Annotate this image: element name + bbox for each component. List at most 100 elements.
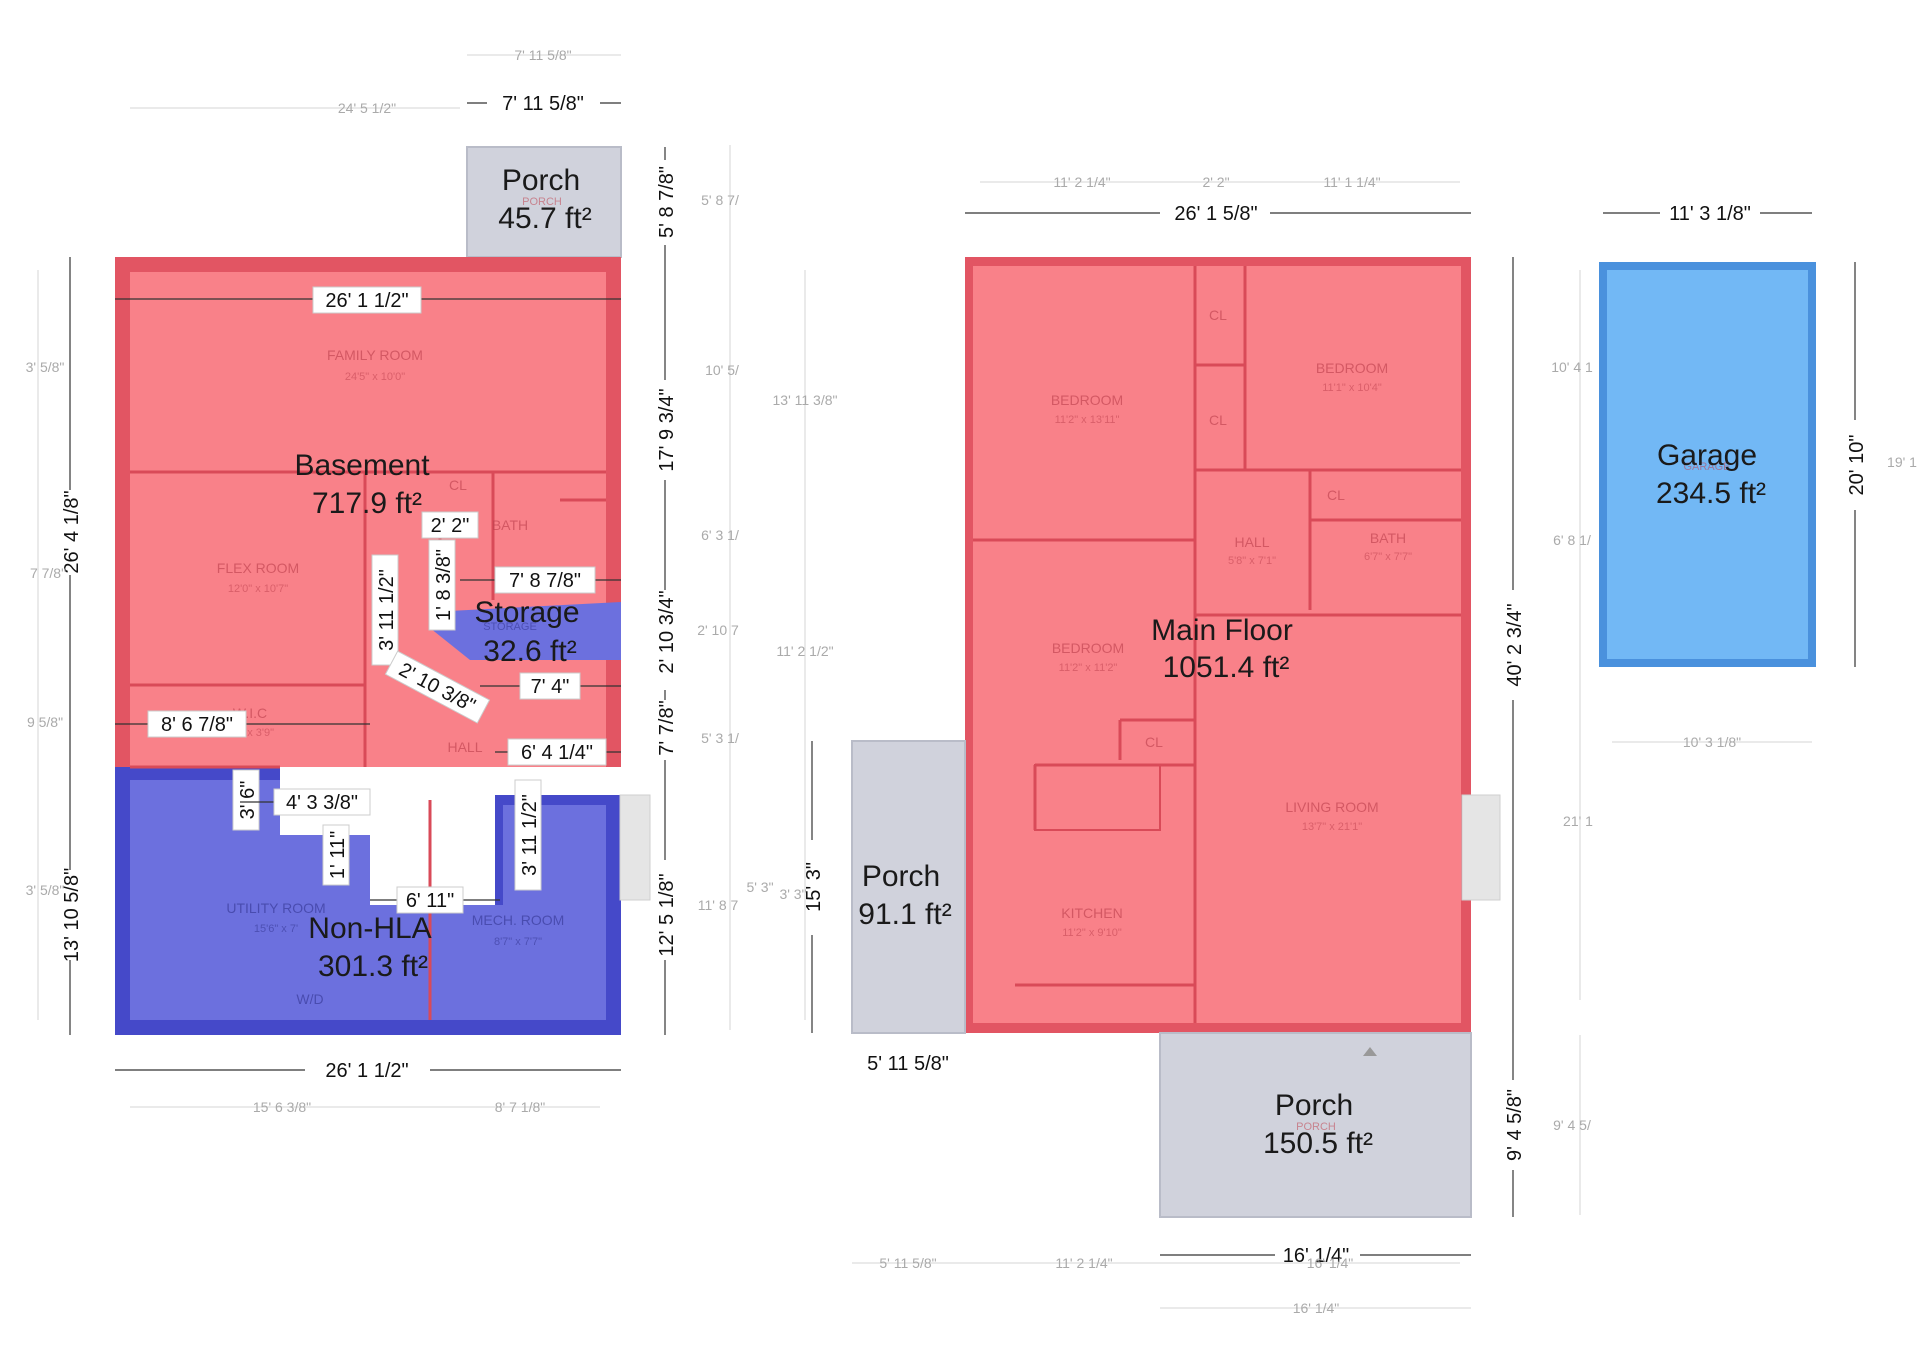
dim-right-porch: 5' 8 7/8" <box>656 166 678 238</box>
dim-faint-right-1: 5' 8 7/ <box>701 192 739 208</box>
basement-area-value: 717.9 ft² <box>312 487 422 520</box>
svg-text:2' 2": 2' 2" <box>431 515 470 537</box>
dim-porch-width: 7' 11 5/8" <box>502 93 584 115</box>
dim-faint-main-bottom-4: 16' 1/4" <box>1293 1300 1340 1316</box>
porch-basement-area-name: Porch <box>502 164 580 197</box>
porch-bottom-area-value: 150.5 ft² <box>1263 1127 1373 1160</box>
dim-faint-right-6: 11' 8 7 <box>698 897 739 913</box>
svg-text:1' 8 3/8": 1' 8 3/8" <box>433 549 455 621</box>
dim-faint-right-3: 6' 3 1/ <box>701 527 739 543</box>
dim-main-right: 40' 2 3/4" <box>1504 603 1526 686</box>
kitchen-label: KITCHEN <box>1061 905 1122 921</box>
dim-faint-bottom-1: 15' 6 3/8" <box>253 1099 311 1115</box>
dim-faint-main-right: 9' 4 5/ <box>1553 1117 1591 1133</box>
cl-2-label: CL <box>1209 412 1227 428</box>
dim-garage-width: 11' 3 1/8" <box>1669 203 1751 225</box>
cl-4-label: CL <box>1145 734 1163 750</box>
family-room-label: FAMILY ROOM <box>327 347 423 363</box>
dim-faint-main-bottom-1: 5' 11 5/8" <box>879 1255 936 1271</box>
main-floor-area-value: 1051.4 ft² <box>1163 651 1290 684</box>
storage-area-value: 32.6 ft² <box>483 635 576 668</box>
garage-plan: GARAGE Garage 234.5 ft² 11' 3 1/8" 20' 1… <box>1551 203 1917 1000</box>
garage-area-value: 234.5 ft² <box>1656 477 1766 510</box>
main-floor-plan: BEDROOM 11'2" x 13'11" BEDROOM 11'1" x 1… <box>746 174 1591 1316</box>
dim-faint-main-left-2: 11' 2 1/2" <box>776 643 833 659</box>
utility-room-size: 15'6" x 7' <box>254 923 298 935</box>
porch-basement-room-label: PORCH <box>522 196 562 208</box>
dim-faint-main-top-2: 2' 2" <box>1202 174 1229 190</box>
dim-main-bottom-porch: 16' 1/4" <box>1283 1245 1350 1267</box>
mech-room-size: 8'7" x 7'7" <box>494 936 542 948</box>
dim-faint-left-4: 3' 5/8" <box>26 882 65 898</box>
bath-main-size: 6'7" x 7'7" <box>1364 551 1412 563</box>
left-porch[interactable] <box>851 740 966 1034</box>
dim-box-7-4: 7' 4" <box>480 672 621 700</box>
dim-left-bottom: 13' 10 5/8" <box>61 868 83 962</box>
dim-faint-main-bottom-3: 16' 1/4" <box>1307 1255 1354 1271</box>
dim-faint-left-2: 7 7/8" <box>30 565 66 581</box>
dim-right-4: 12' 5 1/8" <box>656 873 678 956</box>
dim-faint-bottom-2: 8' 7 1/8" <box>495 1099 545 1115</box>
garage-floor[interactable] <box>1599 262 1816 667</box>
dim-faint-garage-left-3: 21' 1 <box>1563 813 1593 829</box>
main-floor-area-name: Main Floor <box>1151 614 1293 647</box>
dim-box-1-11: 1' 11" <box>322 824 350 886</box>
main-chimney <box>1461 794 1501 901</box>
main-floor-floor[interactable] <box>973 266 1461 1023</box>
bedroom-1-size: 11'2" x 13'11" <box>1055 414 1120 426</box>
dim-faint-right-5: 5' 3 1/ <box>701 730 739 746</box>
dim-box-6-4: 6' 4 1/4" <box>495 738 621 766</box>
dim-box-3-11-b: 3' 11 1/2" <box>514 779 542 891</box>
living-room-label: LIVING ROOM <box>1285 799 1378 815</box>
svg-text:8' 6 7/8": 8' 6 7/8" <box>161 714 233 736</box>
porch-basement-area-value: 45.7 ft² <box>498 202 591 235</box>
porch-main-room-label: PORCH <box>1296 1121 1336 1133</box>
dim-box-3-11-a: 3' 11 1/2" <box>371 554 399 666</box>
dim-faint-top-1: 7' 11 5/8" <box>514 47 571 63</box>
bath-main-label: BATH <box>1370 530 1406 546</box>
dim-box-top-width: 26' 1 1/2" <box>115 286 621 314</box>
entry-marker <box>1363 1047 1377 1056</box>
porch-left-area-value: 91.1 ft² <box>858 898 951 931</box>
bedroom-2-label: BEDROOM <box>1316 360 1388 376</box>
dim-faint-garage-left-1: 10' 4 1 <box>1551 359 1593 375</box>
bedroom-1-label: BEDROOM <box>1051 392 1123 408</box>
dim-faint-main-top-3: 11' 1 1/4" <box>1323 174 1380 190</box>
dim-box-7-8: 7' 8 7/8" <box>460 566 621 594</box>
dim-box-8-6: 8' 6 7/8" <box>115 710 370 738</box>
basement-chimney <box>619 794 651 901</box>
svg-text:1' 11": 1' 11" <box>327 831 349 879</box>
dim-box-4-3: 4' 3 3/8" <box>240 788 371 816</box>
dim-box-3-6: 3' 6" <box>232 769 260 831</box>
dim-main-porch-width: 5' 11 5/8" <box>867 1053 949 1075</box>
svg-text:26' 1 1/2": 26' 1 1/2" <box>325 290 408 312</box>
bedroom-3-size: 11'2" x 11'2" <box>1059 662 1118 674</box>
nonhla-floor[interactable] <box>130 780 606 1020</box>
flex-room-size: 12'0" x 10'7" <box>228 583 288 595</box>
garage-area-name: Garage <box>1657 439 1757 472</box>
dim-garage-height: 20' 10" <box>1846 435 1868 496</box>
storage-floor[interactable] <box>430 602 621 660</box>
svg-text:6' 4 1/4": 6' 4 1/4" <box>521 742 593 764</box>
storage-area-name: Storage <box>474 596 579 629</box>
cl-1-label: CL <box>1209 307 1227 323</box>
bedroom-3-label: BEDROOM <box>1052 640 1124 656</box>
svg-text:3' 6": 3' 6" <box>237 781 259 820</box>
dim-right-2: 2' 10 3/4" <box>656 590 678 673</box>
porch-bottom-area-name: Porch <box>1275 1089 1353 1122</box>
svg-text:6' 11": 6' 11" <box>406 890 454 912</box>
bottom-porch[interactable] <box>1159 1032 1472 1218</box>
svg-text:4' 3 3/8": 4' 3 3/8" <box>286 792 358 814</box>
dim-box-2-2: 2' 2" <box>421 511 479 539</box>
dim-left-top: 26' 4 1/8" <box>61 490 83 573</box>
dim-bottom-width: 26' 1 1/2" <box>325 1060 408 1082</box>
svg-text:7' 4": 7' 4" <box>531 676 570 698</box>
porch-left-area-name: Porch <box>862 860 940 893</box>
dim-faint-garage-left-2: 6' 8 1/ <box>1553 532 1591 548</box>
bath-basement-label: BATH <box>492 517 528 533</box>
basement-porch[interactable] <box>466 146 622 258</box>
dim-main-porch-height: 15' 3" <box>803 862 825 912</box>
dim-box-6-11: 6' 11" <box>370 886 500 914</box>
storage-room-label: STORAGE <box>483 621 537 633</box>
